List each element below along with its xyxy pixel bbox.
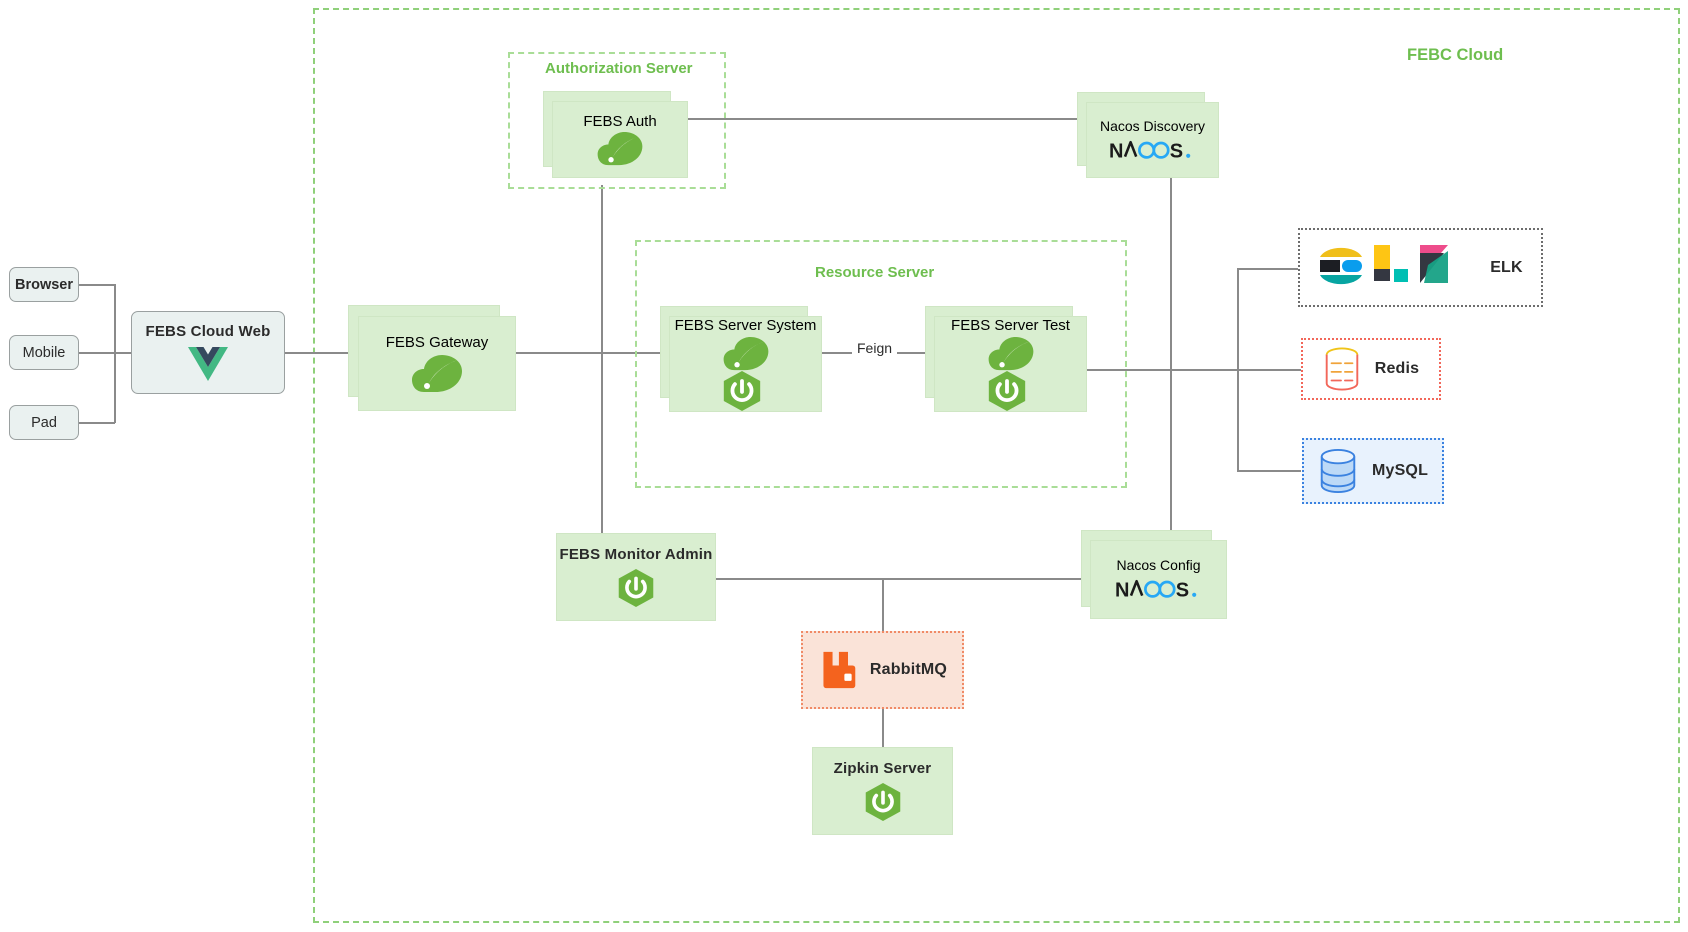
spring-boot-icon: [865, 782, 901, 821]
node-rabbitmq-label: RabbitMQ: [869, 661, 948, 679]
elk-icon: [1318, 243, 1468, 293]
mysql-icon: [1318, 448, 1358, 494]
node-febs-server-test[interactable]: FEBS Server Test: [925, 306, 1087, 412]
node-febs-gateway-label: FEBS Gateway: [385, 334, 489, 351]
line-gateway-to-resource: [516, 352, 661, 354]
group-resource-server: [635, 240, 1127, 488]
node-nacos-discovery-label: Nacos Discovery: [1099, 117, 1206, 134]
stack-face: Nacos Discovery N S: [1086, 102, 1219, 178]
node-nacos-config[interactable]: Nacos Config N S: [1081, 530, 1227, 619]
node-redis-label: Redis: [1374, 360, 1420, 378]
node-febs-gateway[interactable]: FEBS Gateway: [348, 305, 516, 411]
edge-label-feign: Feign: [852, 340, 898, 356]
spring-cloud-leaf-icon: [723, 337, 769, 371]
line-auth-to-nacos-discovery: [688, 118, 1077, 120]
client-browser[interactable]: Browser: [9, 267, 79, 302]
group-authorization-server: [508, 52, 726, 189]
group-resource-server-label: Resource Server: [815, 264, 935, 281]
svg-text:S: S: [1175, 579, 1188, 601]
node-febs-server-system[interactable]: FEBS Server System: [660, 306, 822, 412]
spring-boot-icon: [988, 371, 1034, 411]
stack-face: FEBS Server System: [669, 316, 822, 412]
client-pad-label: Pad: [31, 414, 57, 431]
client-browser-label: Browser: [14, 276, 74, 293]
node-nacos-discovery[interactable]: Nacos Discovery N S: [1077, 92, 1219, 178]
node-febs-cloud-web[interactable]: FEBS Cloud Web: [131, 311, 285, 394]
node-nacos-config-label: Nacos Config: [1116, 557, 1201, 573]
client-pad[interactable]: Pad: [9, 405, 79, 440]
node-redis[interactable]: Redis: [1301, 338, 1441, 400]
vue-icon: [188, 346, 228, 381]
line-monitor-to-nacos-config: [716, 578, 1081, 580]
node-zipkin-server-label: Zipkin Server: [833, 760, 932, 778]
line-browser-bus: [79, 284, 115, 286]
nacos-logo: N S: [1115, 578, 1203, 602]
line-right-bus-to-redis: [1237, 369, 1301, 371]
client-mobile[interactable]: Mobile: [9, 335, 79, 370]
nacos-logo: N S: [1109, 139, 1197, 163]
node-febs-server-system-label: FEBS Server System: [674, 317, 817, 334]
client-mobile-label: Mobile: [22, 344, 66, 361]
svg-text:N: N: [1109, 140, 1123, 162]
line-pad-bus: [79, 422, 115, 424]
febc-cloud-boundary: [313, 8, 1680, 923]
stack-face: FEBS Server Test: [934, 316, 1087, 412]
spring-boot-icon: [618, 568, 654, 607]
rabbitmq-icon: [818, 650, 858, 690]
node-rabbitmq[interactable]: RabbitMQ: [801, 631, 964, 709]
stack-face: FEBS Gateway: [358, 316, 516, 411]
node-febs-auth[interactable]: FEBS Auth: [543, 91, 688, 178]
node-febs-auth-label: FEBS Auth: [583, 113, 657, 130]
redis-icon: [1323, 347, 1361, 391]
svg-text:N: N: [1115, 579, 1129, 601]
line-bus-to-rabbitmq: [882, 578, 884, 631]
svg-text:S: S: [1169, 140, 1182, 162]
line-test-to-right-bus: [1087, 369, 1238, 371]
line-bus-to-web: [114, 352, 133, 354]
node-febs-cloud-web-label: FEBS Cloud Web: [145, 323, 271, 341]
node-elk-label: ELK: [1490, 258, 1523, 276]
spring-boot-icon: [723, 371, 769, 411]
line-nacos-discovery-to-config: [1170, 178, 1172, 530]
line-web-to-gateway: [285, 352, 348, 354]
line-right-bus-to-elk: [1237, 268, 1298, 270]
node-mysql-label: MySQL: [1371, 462, 1429, 480]
node-zipkin-server[interactable]: Zipkin Server: [812, 747, 953, 835]
line-rabbitmq-to-zipkin: [882, 709, 884, 747]
line-gateway-vertical-auth: [601, 185, 603, 352]
node-elk[interactable]: ELK: [1298, 228, 1543, 307]
node-febs-monitor-admin-label: FEBS Monitor Admin: [559, 546, 713, 564]
node-febs-monitor-admin[interactable]: FEBS Monitor Admin: [556, 533, 716, 621]
group-authorization-server-label: Authorization Server: [545, 60, 693, 77]
spring-cloud-leaf-icon: [597, 132, 643, 166]
spring-cloud-leaf-icon: [988, 337, 1034, 371]
line-mobile-bus: [79, 352, 132, 354]
line-right-bus-to-mysql: [1237, 470, 1301, 472]
node-mysql[interactable]: MySQL: [1302, 438, 1444, 504]
line-gateway-vertical-monitor: [601, 352, 603, 533]
febc-cloud-label: FEBC Cloud: [1407, 46, 1504, 64]
node-febs-server-test-label: FEBS Server Test: [951, 317, 1070, 334]
spring-cloud-leaf-icon: [412, 355, 462, 393]
stack-face: FEBS Auth: [552, 101, 688, 178]
stack-face: Nacos Config N S: [1090, 540, 1227, 619]
